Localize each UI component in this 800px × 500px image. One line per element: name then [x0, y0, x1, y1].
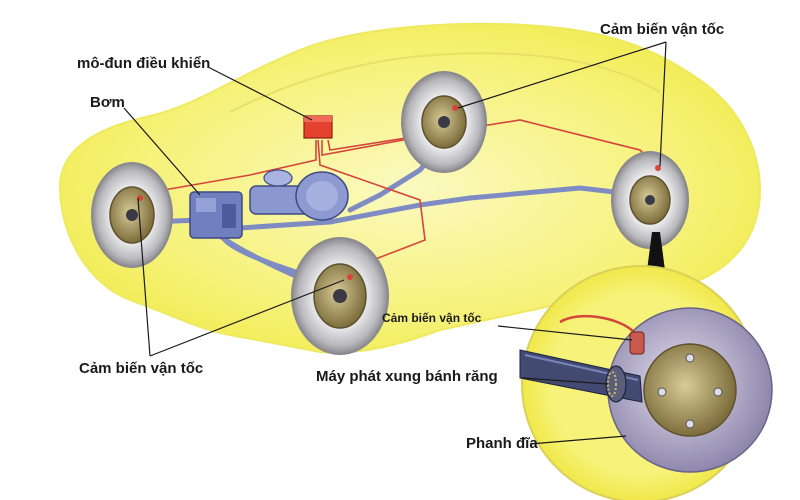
- wheel-front-right: [291, 237, 389, 355]
- label-pump: Bơm: [90, 94, 125, 111]
- wheel-rear-right: [611, 151, 689, 249]
- label-disc-brake: Phanh đĩa: [466, 435, 538, 452]
- detail-sensor-wire: [559, 314, 640, 347]
- hydraulic-pump: [189, 191, 243, 239]
- label-speed-sensor-left: Cảm biến vận tốc: [79, 360, 204, 377]
- label-pulse-generator: Máy phát xung bánh răng: [316, 368, 498, 385]
- abs-control-module: [303, 115, 333, 139]
- detail-speed-sensor: [629, 331, 645, 355]
- label-speed-sensor-top: Cảm biến vận tốc: [600, 21, 725, 38]
- wheel-front-left: [91, 162, 173, 268]
- label-control-module: mô-đun điều khiển: [77, 55, 211, 72]
- leader-lines: [123, 41, 667, 445]
- brake-master-cylinder: [249, 169, 349, 221]
- wheel-rear-left: [401, 71, 487, 173]
- label-speed-sensor-detail: Cảm biến vận tốc: [382, 311, 482, 325]
- inset-detail: [519, 265, 773, 500]
